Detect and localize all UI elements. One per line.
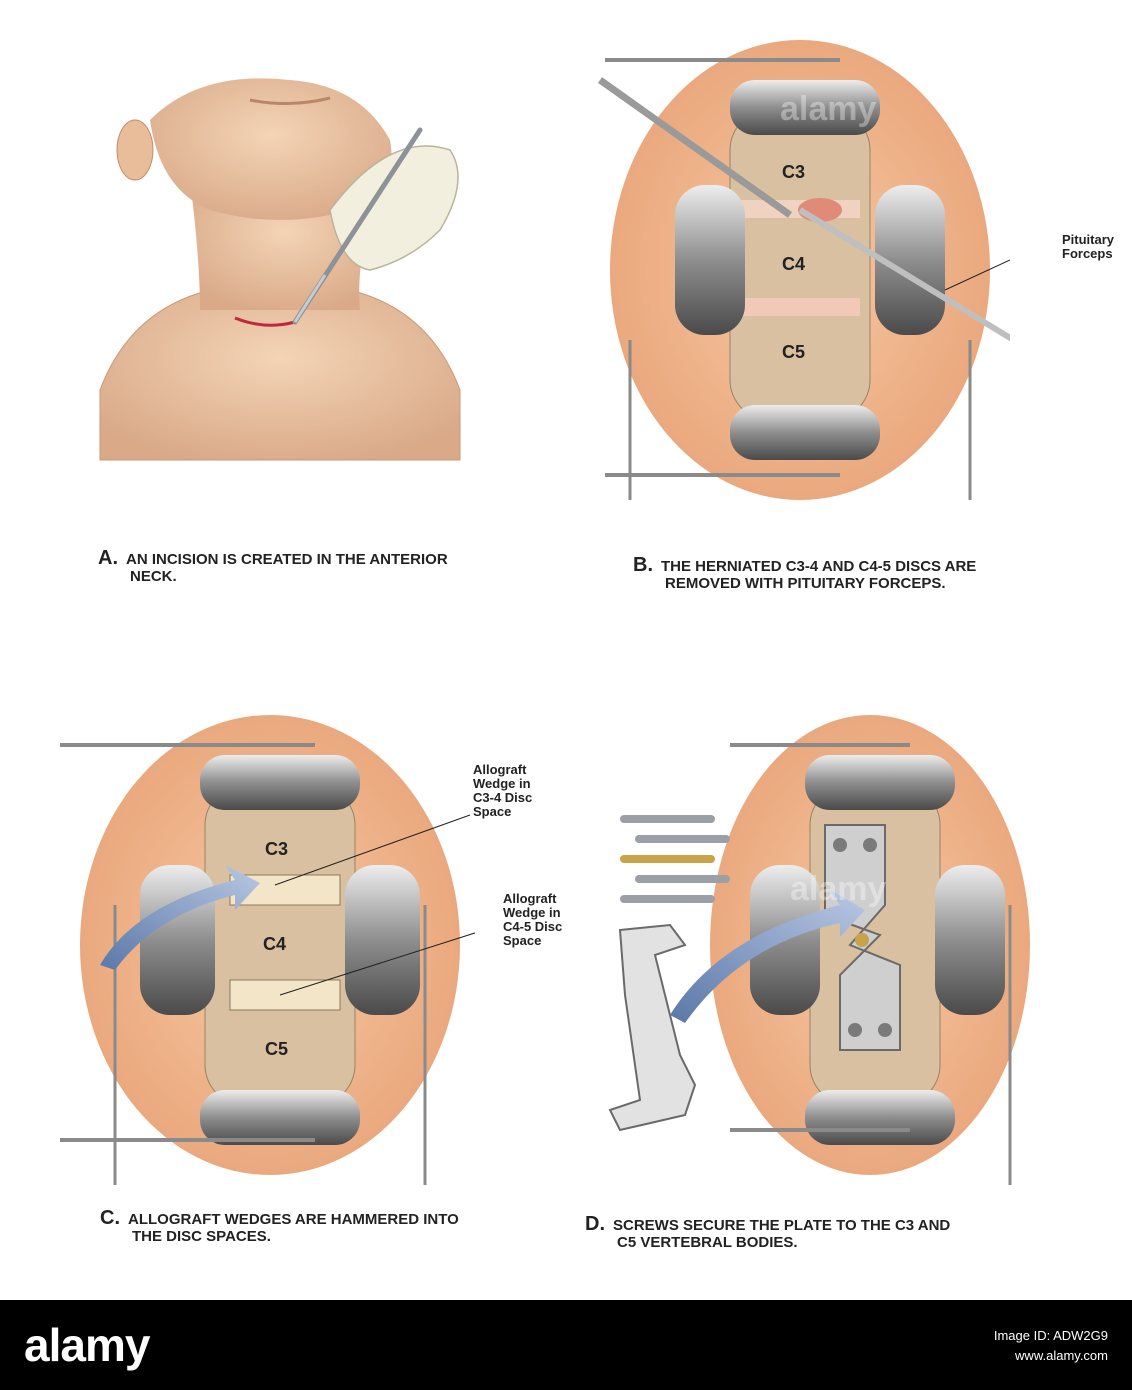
- callout-leader-2: [279, 932, 475, 996]
- retractor-right: [935, 865, 1005, 1015]
- watermark-top: alamy: [780, 90, 877, 128]
- vertebra-label-c5: C5: [265, 1039, 288, 1059]
- callout-allograft-c4-5: Allograft Wedge in C4-5 Disc Space: [503, 891, 563, 948]
- caption-c-letter: C.: [100, 1207, 120, 1229]
- plate-arrow: [670, 890, 865, 1023]
- retractor-top: [805, 755, 955, 810]
- panel-a-illustration: [99, 78, 461, 461]
- vertebra-label-c4: C4: [782, 254, 805, 274]
- caption-c: C.ALLOGRAFT WEDGES ARE HAMMERED INTO THE…: [100, 1207, 459, 1245]
- loose-plate: [608, 923, 697, 1132]
- disc-c4-5: [740, 298, 860, 316]
- caption-d: D.SCREWS SECURE THE PLATE TO THE C3 AND …: [585, 1213, 951, 1251]
- site-url: www.alamy.com: [1015, 1348, 1108, 1363]
- panel-d-illustration: [608, 715, 1030, 1185]
- vertebra-label-c5: C5: [782, 342, 805, 362]
- panel-b-illustration: C3 C4 C5: [597, 40, 1010, 500]
- caption-b: B.THE HERNIATED C3-4 AND C4-5 DISCS ARE …: [633, 554, 977, 592]
- vertebra-label-c3: C3: [782, 162, 805, 182]
- image-id: Image ID: ADW2G9: [993, 1328, 1108, 1343]
- caption-d-letter: D.: [585, 1213, 605, 1235]
- gloved-hand: [329, 145, 459, 271]
- caption-a-letter: A.: [98, 547, 118, 569]
- retractor-right: [345, 865, 420, 1015]
- vertebra-label-c4: C4: [263, 934, 286, 954]
- retractor-bottom: [200, 1090, 360, 1145]
- jaw: [150, 78, 392, 220]
- incision-line: [234, 316, 296, 327]
- retractor-left: [140, 865, 215, 1015]
- watermark-bottom: alamy: [790, 870, 887, 908]
- callout-leader-1: [274, 814, 471, 886]
- footer-meta: Image ID: ADW2G9 www.alamy.com: [994, 1326, 1108, 1366]
- vertebra-label-c3: C3: [265, 839, 288, 859]
- shoulders: [99, 289, 461, 461]
- retractor-right: [875, 185, 945, 335]
- gold-screw-head: [855, 933, 869, 947]
- callout-leader-forceps: [944, 259, 1010, 291]
- retractor-top: [200, 755, 360, 810]
- screw-set: [620, 815, 730, 903]
- brand-logo: alamy: [24, 1319, 150, 1371]
- insertion-arrow: [100, 865, 260, 970]
- retractor-left: [675, 185, 745, 335]
- caption-b-letter: B.: [633, 554, 653, 576]
- retractor-top: [730, 80, 880, 135]
- scalpel-handle: [597, 77, 793, 218]
- callout-pituitary-forceps: Pituitary Forceps: [1062, 232, 1115, 261]
- retractor-bottom: [805, 1090, 955, 1145]
- pituitary-forceps: [798, 207, 1010, 342]
- ear: [116, 119, 154, 181]
- callout-allograft-c3-4: Allograft Wedge in C3-4 Disc Space: [473, 762, 533, 819]
- panel-c-illustration: C3 C4 C5: [60, 715, 475, 1185]
- caption-a: A.AN INCISION IS CREATED IN THE ANTERIOR…: [98, 547, 448, 585]
- footer-bar: [0, 1300, 1132, 1390]
- retractor-bottom: [730, 405, 880, 460]
- allograft-wedge-c4-5: [229, 979, 341, 1011]
